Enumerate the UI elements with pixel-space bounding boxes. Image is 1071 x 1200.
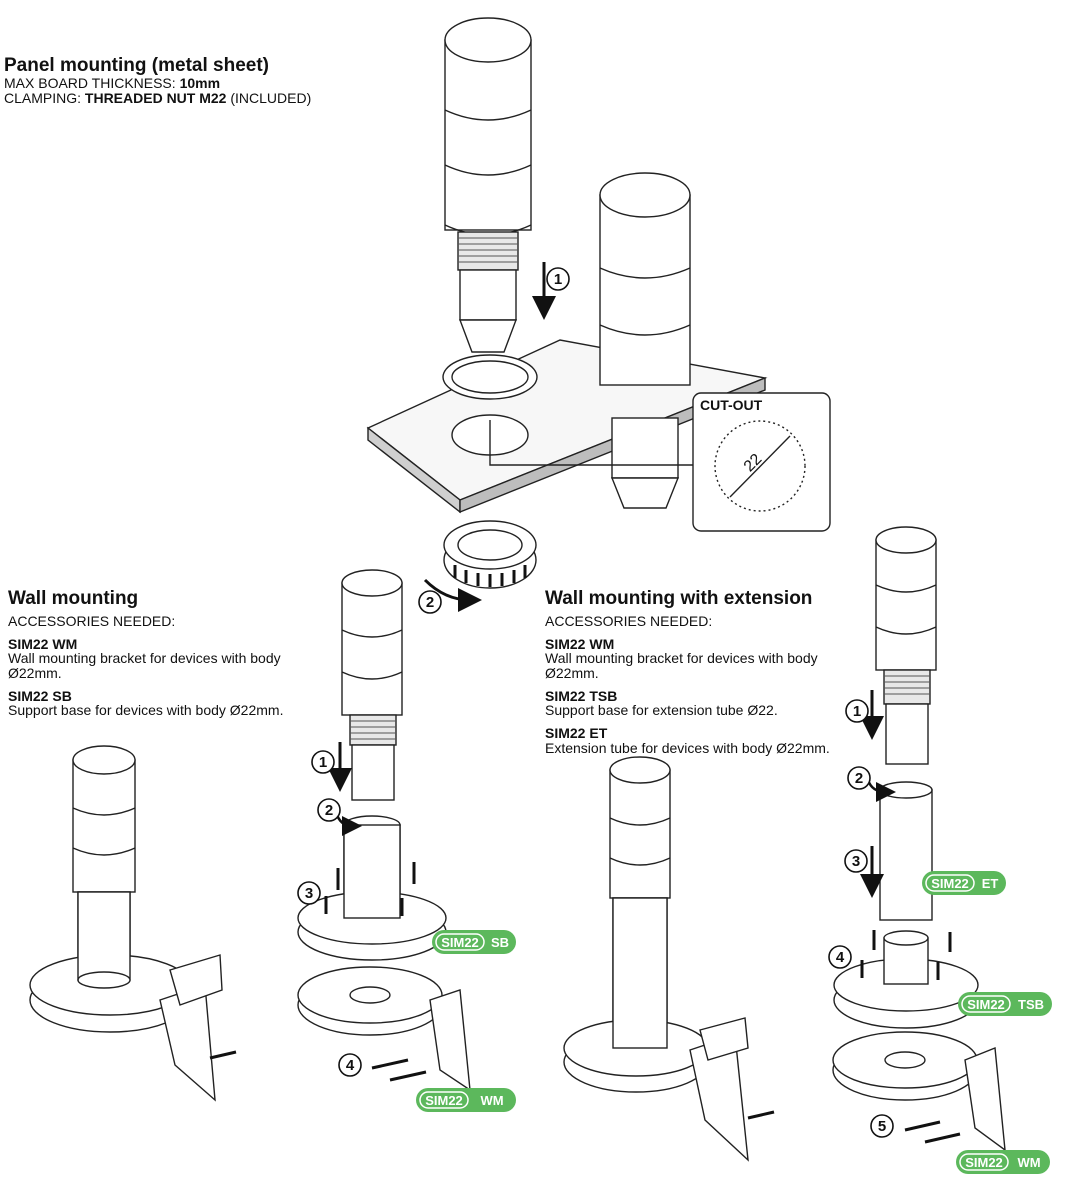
svg-text:3: 3 (305, 885, 313, 902)
wall-accessories-label: ACCESSORIES NEEDED: (8, 612, 176, 629)
badge-ext-et: SIM22 ET (922, 871, 1006, 895)
wall-ext-item-desc: Support base for extension tube Ø22. (545, 702, 778, 719)
wall-item-desc: Wall mounting bracket for devices with b… (8, 650, 281, 681)
wall-ext-item-desc: Wall mounting bracket for devices with b… (545, 650, 818, 681)
wall-ext-step-3: 3 (844, 849, 868, 873)
svg-text:5: 5 (878, 1118, 886, 1135)
wall-item-code: SIM22 SB (8, 687, 72, 704)
svg-text:1: 1 (853, 703, 861, 720)
wall-ext-item-code: SIM22 TSB (545, 687, 618, 704)
svg-text:SIM22: SIM22 (931, 876, 969, 891)
wall-step-2: 2 (317, 798, 341, 822)
svg-text:ET: ET (982, 876, 999, 891)
wall-item-desc: Support base for devices with body Ø22mm… (8, 702, 284, 719)
badge-ext-wm: SIM22 WM (956, 1150, 1050, 1174)
wall-ext-item-desc: Extension tube for devices with body Ø22… (545, 739, 830, 756)
wall-step-4: 4 (338, 1053, 362, 1077)
panel-step-1: 1 (546, 267, 570, 291)
wall-ext-accessories-label: ACCESSORIES NEEDED: (545, 612, 713, 629)
light-tower-mounted (599, 172, 691, 509)
badge-wall-wm: SIM22 WM (416, 1088, 516, 1112)
svg-text:4: 4 (346, 1057, 355, 1074)
wall-ext-item-code: SIM22 ET (545, 725, 608, 742)
wall-item-code: SIM22 WM (8, 635, 78, 652)
wall-ext-step-1: 1 (845, 699, 869, 723)
wall-ext-section: Wall mounting with extension ACCESSORIES… (545, 589, 840, 755)
svg-text:WM: WM (1017, 1155, 1040, 1170)
wall-ext-step-4: 4 (828, 945, 852, 969)
wall-mounting-title: Wall mounting (8, 588, 139, 609)
svg-text:2: 2 (855, 770, 863, 787)
wall-ext-illustration (563, 526, 1006, 1162)
panel-mounting-section: Panel mounting (metal sheet) MAX BOARD T… (4, 56, 364, 105)
svg-text:2: 2 (325, 802, 333, 819)
badge-ext-tsb: SIM22 TSB (958, 992, 1052, 1016)
svg-text:1: 1 (554, 271, 562, 288)
svg-text:3: 3 (852, 853, 860, 870)
panel-step-2: 2 (418, 590, 442, 614)
wall-ext-title: Wall mounting with extension (545, 588, 813, 609)
panel-thickness: MAX BOARD THICKNESS: 10mm (4, 74, 221, 91)
svg-text:TSB: TSB (1018, 997, 1044, 1012)
wall-mounting-illustration (29, 569, 471, 1102)
wall-ext-step-2: 2 (847, 766, 871, 790)
wall-step-1: 1 (311, 750, 335, 774)
light-tower-top (444, 17, 532, 353)
svg-text:1: 1 (319, 754, 327, 771)
threaded-nut-m22 (443, 520, 537, 589)
cutout-label: CUT-OUT (700, 397, 763, 413)
panel-mounting-illustration (366, 17, 831, 612)
svg-text:SB: SB (491, 935, 509, 950)
svg-text:WM: WM (480, 1093, 503, 1108)
svg-text:SIM22: SIM22 (965, 1155, 1003, 1170)
svg-text:SIM22: SIM22 (967, 997, 1005, 1012)
svg-text:SIM22: SIM22 (425, 1093, 463, 1108)
badge-wall-sb: SIM22 SB (432, 930, 516, 954)
wall-ext-step-5: 5 (870, 1114, 894, 1138)
wall-mounting-section: Wall mounting ACCESSORIES NEEDED: SIM22 … (8, 589, 303, 718)
cutout-dimension-line (729, 435, 791, 498)
wall-step-3: 3 (297, 881, 321, 905)
svg-text:SIM22: SIM22 (441, 935, 479, 950)
washer-ring-inner (451, 360, 529, 394)
panel-mounting-title: Panel mounting (metal sheet) (4, 55, 269, 76)
svg-text:2: 2 (426, 594, 434, 611)
wall-ext-item-code: SIM22 WM (545, 635, 615, 652)
panel-clamping: CLAMPING: THREADED NUT M22 (INCLUDED) (4, 89, 312, 106)
svg-text:4: 4 (836, 949, 845, 966)
